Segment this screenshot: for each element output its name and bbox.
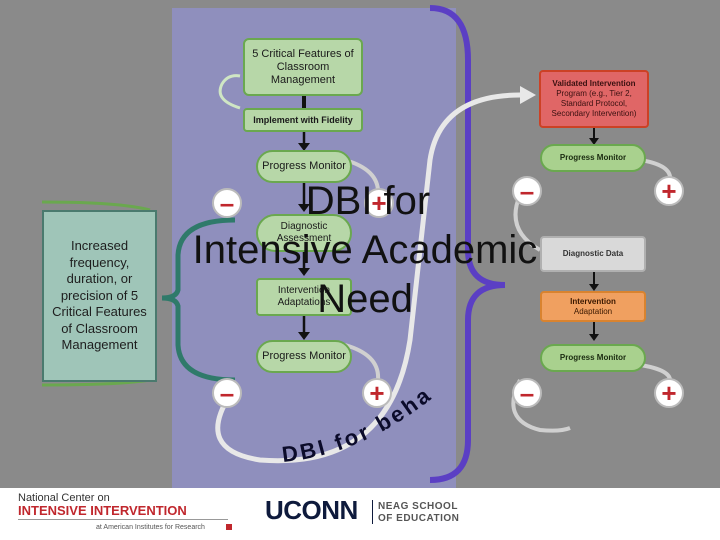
purple-bracket [429, 5, 506, 483]
right-arrowhead-3 [589, 334, 599, 341]
minus-sign-upper: – [212, 188, 242, 218]
validated-title: Validated Intervention [552, 79, 636, 88]
footer: National Center on INTENSIVE INTERVENTIO… [0, 488, 720, 540]
arrowhead-4 [298, 332, 310, 340]
plus-sign-upper: + [364, 188, 394, 218]
right-intervention-adaptation: Intervention Adaptation [540, 291, 646, 322]
arrowhead-2 [298, 204, 310, 212]
loop-arrowhead [520, 86, 536, 104]
left-box-curve-top [41, 200, 151, 212]
ncii-line-3: at American Institutes for Research [96, 524, 205, 531]
neag-line-2: OF EDUCATION [378, 513, 460, 524]
curve-progress-plus-2 [344, 343, 381, 381]
intervention-sub: Adaptation [573, 306, 613, 316]
overlay-line-3: Need [317, 277, 413, 321]
intervention-box: Intervention Adaptations [256, 278, 352, 316]
right-minus-upper: – [512, 176, 542, 206]
ncii-line-2: INTENSIVE INTERVENTION [18, 503, 187, 518]
right-diagnostic-data: Diagnostic Data [540, 236, 646, 272]
green-bracket [161, 217, 236, 383]
uconn-logo: UCONN [265, 495, 358, 525]
arrowhead-1 [298, 143, 310, 151]
right-arrowhead-2 [589, 284, 599, 291]
ncii-red-square [226, 524, 232, 530]
feedback-loop-top [218, 74, 241, 110]
ncii-line-1: National Center on [18, 492, 110, 504]
right-plus-upper: + [654, 176, 684, 206]
right-plus-lower: + [654, 378, 684, 408]
loop-arrow-right [215, 92, 521, 464]
progress-monitor-top: Progress Monitor [256, 150, 352, 183]
uconn-divider [372, 500, 373, 524]
validated-sub: Program (e.g., Tier 2, Standard Protocol… [551, 89, 637, 118]
intervention-title: Intervention [570, 296, 616, 306]
features-connector [302, 96, 306, 108]
validated-intervention-box: Validated Intervention Program (e.g., Ti… [539, 70, 649, 128]
overlay-line-2: Intensive Academic [192, 228, 538, 272]
right-minus-lower: – [512, 378, 542, 408]
implement-box: Implement with Fidelity [243, 108, 363, 132]
arrowhead-3 [298, 268, 310, 276]
diagram-slide: DBI for behavior 5 Critical Features of … [0, 0, 720, 488]
overlay-line-1: DBI for [305, 179, 431, 223]
plus-sign-lower: + [362, 378, 392, 408]
progress-monitor-bottom: Progress Monitor [256, 340, 352, 373]
ncii-divider [18, 519, 228, 520]
diagnostic-box: Diagnostic Assessment [256, 214, 352, 252]
neag-line-1: NEAG SCHOOL [378, 501, 458, 512]
right-arrowhead-1 [589, 138, 599, 145]
right-progress-monitor-1: Progress Monitor [540, 144, 646, 172]
features-box: 5 Critical Features of Classroom Managem… [243, 38, 363, 96]
right-progress-monitor-2: Progress Monitor [540, 344, 646, 372]
left-features-box: Increased frequency, duration, or precis… [42, 210, 157, 382]
minus-sign-lower: – [212, 378, 242, 408]
